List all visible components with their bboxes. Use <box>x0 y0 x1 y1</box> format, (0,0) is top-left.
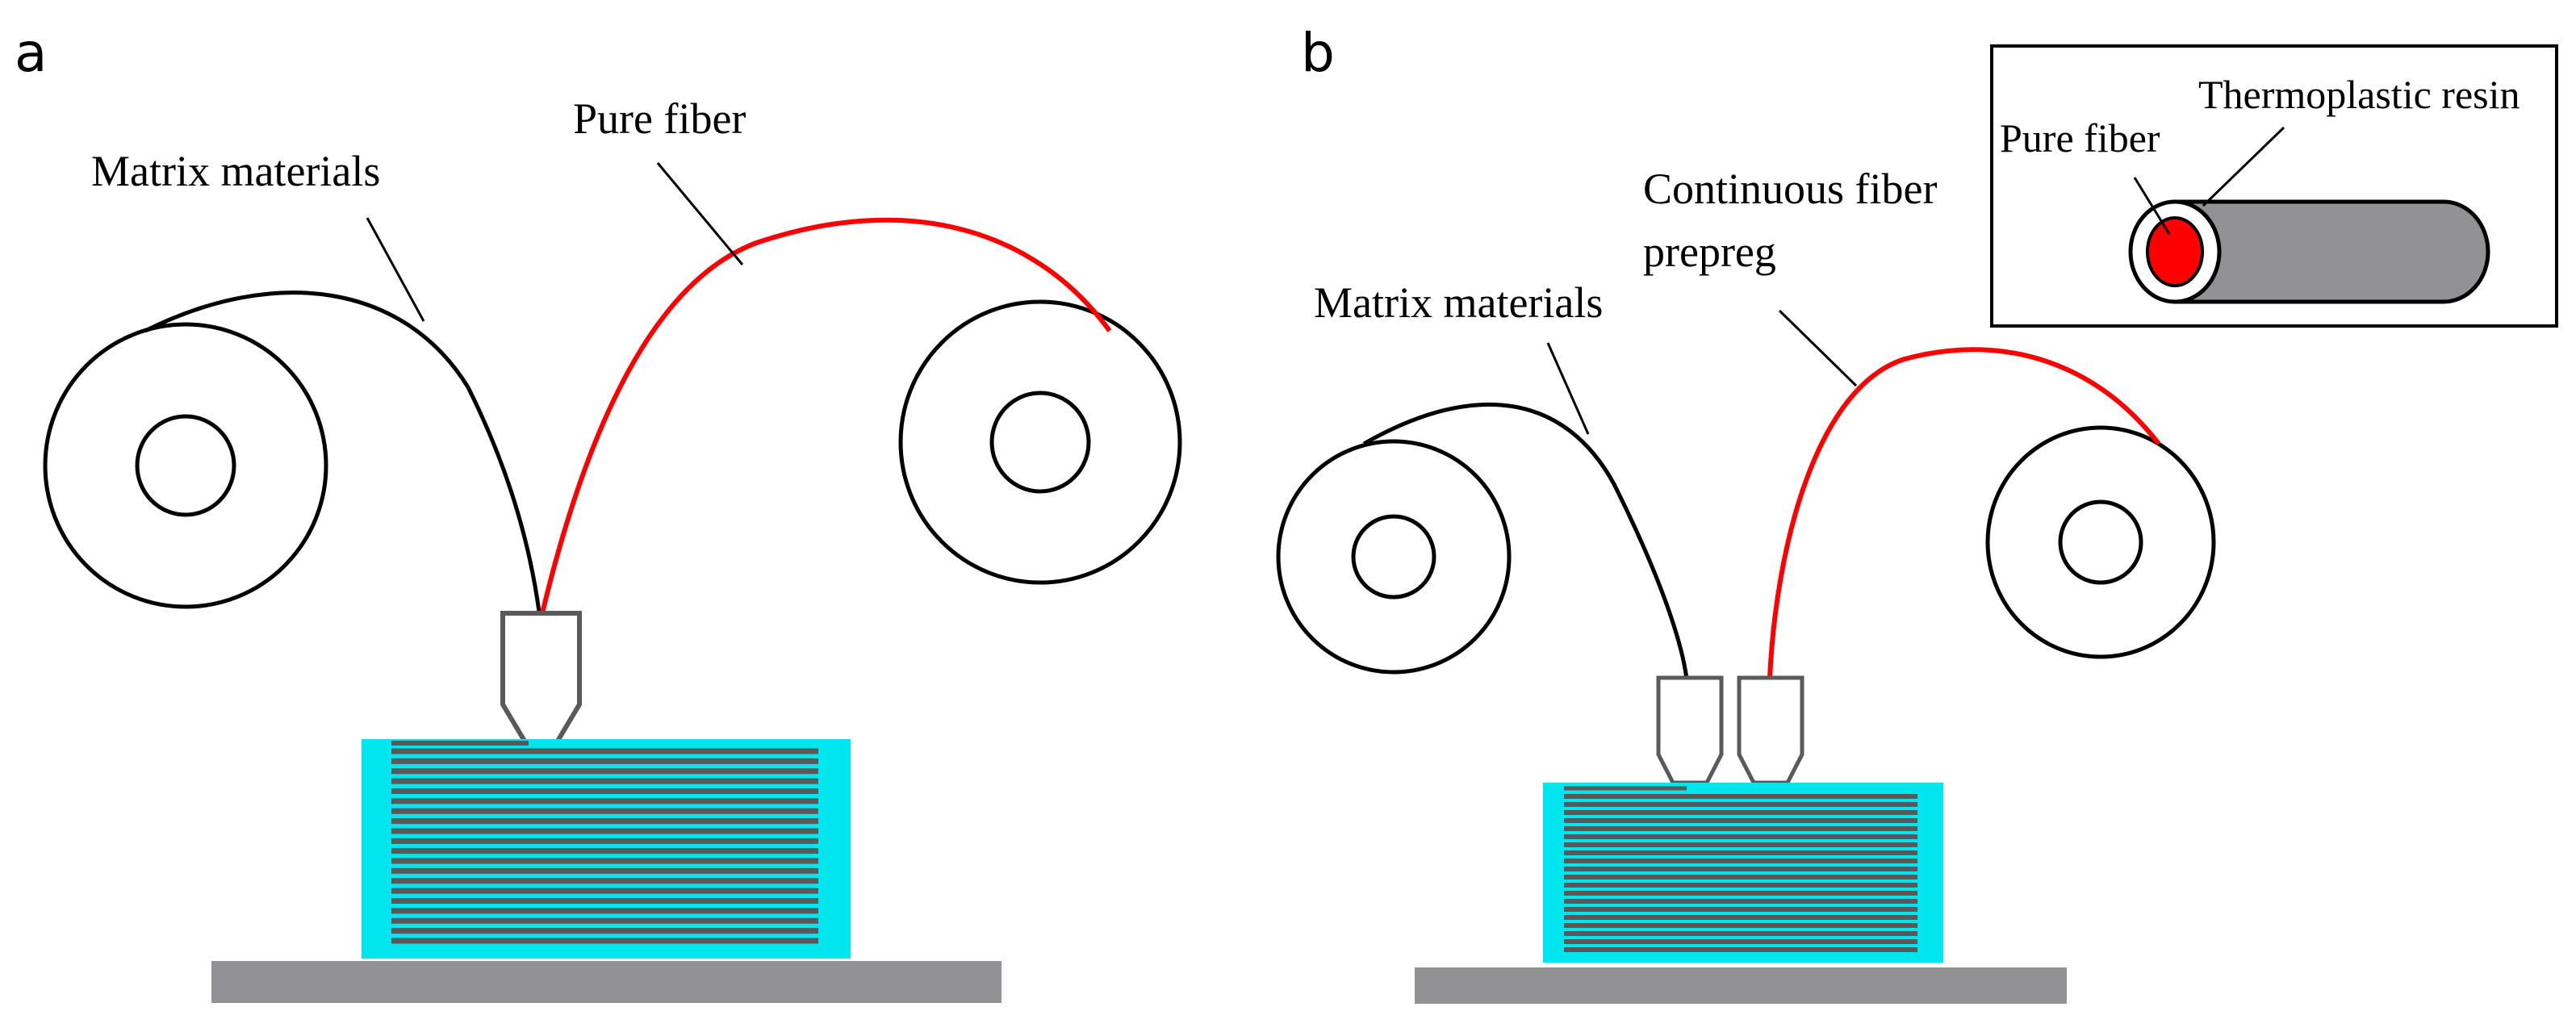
nozzle-icon <box>1737 675 1804 785</box>
layer-lines <box>391 748 818 944</box>
nozzle-icon <box>500 611 582 745</box>
build-plate-icon <box>211 961 1002 1003</box>
build-plate-icon <box>1415 967 2067 1004</box>
leader-line <box>1778 309 1858 387</box>
leader-line <box>1546 342 1590 435</box>
inset-cross-section: Pure fiber Thermoplastic resin <box>1990 44 2558 328</box>
spool-icon <box>43 322 328 609</box>
panel-b: b Matrix materials Continuous fiber prep… <box>1276 22 2558 1004</box>
leader-line <box>656 162 744 265</box>
spool-icon <box>1985 425 2216 659</box>
label-pure-fiber: Pure fiber <box>573 94 746 143</box>
spool-icon <box>898 299 1182 585</box>
label-prepreg: prepreg <box>1643 228 1776 276</box>
leader-line <box>2202 126 2285 207</box>
panel-a: a Matrix materials Pure fiber <box>15 22 1182 1003</box>
spool-icon <box>1276 439 1512 675</box>
matrix-filament <box>1362 402 1689 680</box>
label-continuous-fiber: Continuous fiber <box>1643 165 1937 213</box>
label-matrix-materials: Matrix materials <box>91 147 380 195</box>
pure-fiber-filament <box>540 217 1112 614</box>
leader-line <box>2133 177 2171 235</box>
leader-line <box>366 217 425 322</box>
layer-lines <box>1564 794 1917 952</box>
label-matrix-materials: Matrix materials <box>1314 278 1603 327</box>
panel-b-letter: b <box>1301 22 1335 84</box>
inset-label-thermoplastic-resin: Thermoplastic resin <box>2198 72 2520 117</box>
nozzle-icon <box>1656 675 1724 785</box>
matrix-filament <box>144 290 542 612</box>
fiber-cross-section-icon <box>2128 199 2490 304</box>
panel-a-letter: a <box>15 22 47 84</box>
inset-label-pure-fiber: Pure fiber <box>2000 115 2160 161</box>
prepreg-filament <box>1767 347 2161 680</box>
